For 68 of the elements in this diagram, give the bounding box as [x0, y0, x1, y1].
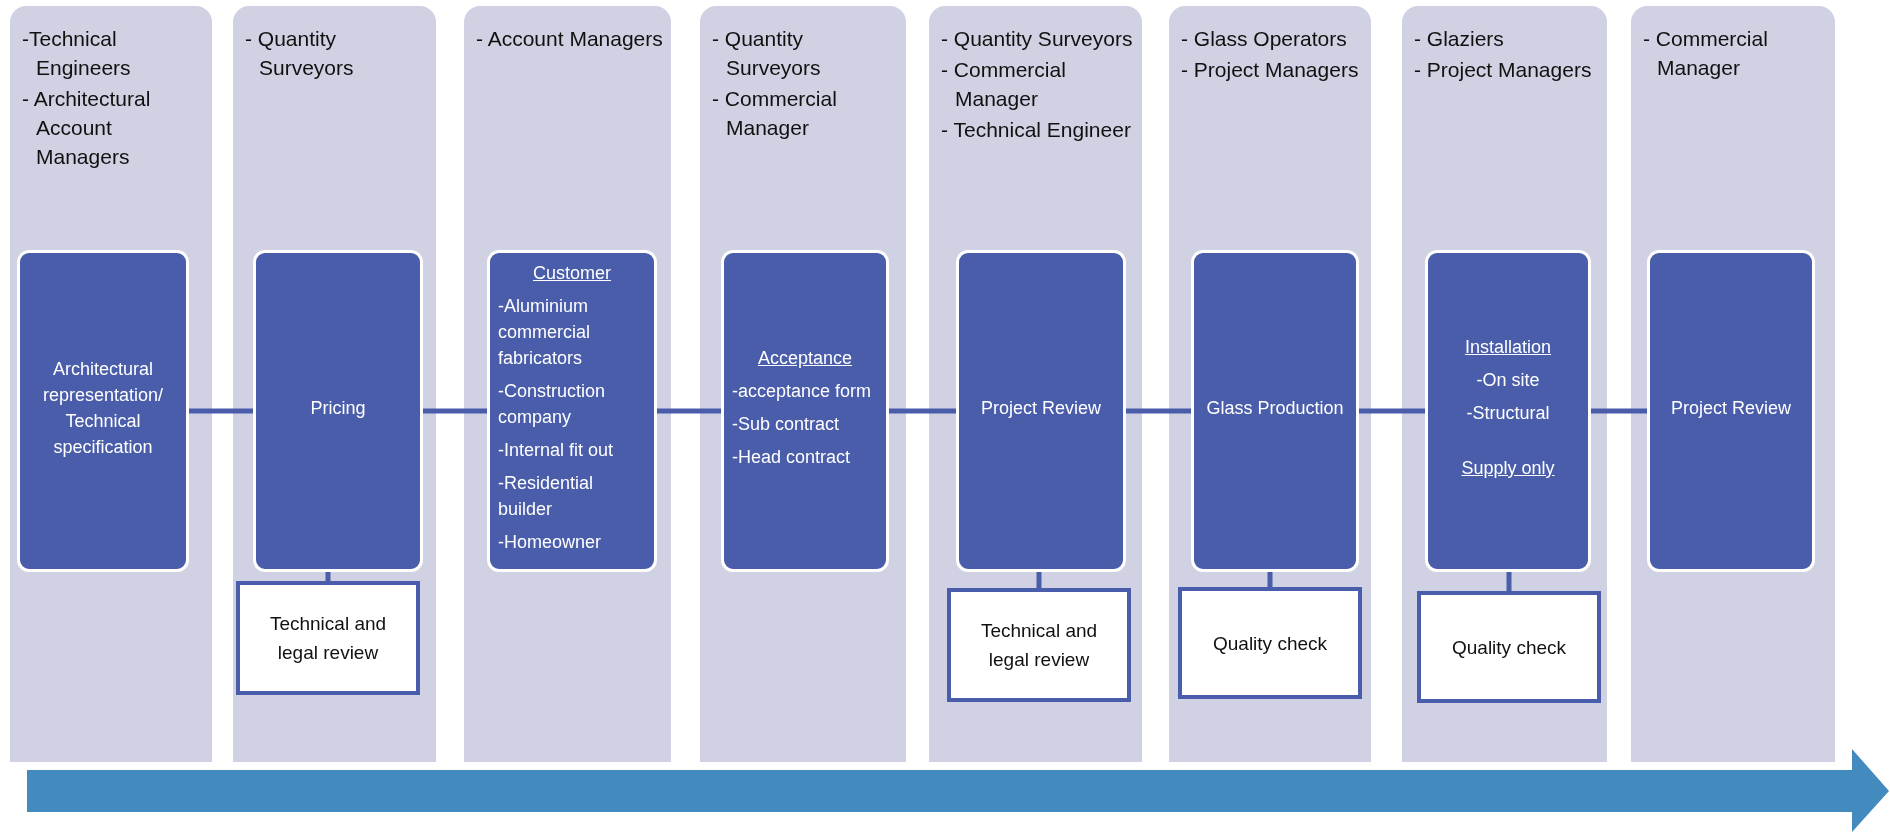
role-column — [1402, 6, 1607, 762]
box-text: -Homeowner — [498, 531, 603, 554]
box-text: Quality check — [1212, 631, 1327, 656]
box-text: -On site — [1475, 369, 1541, 392]
role-label: - Project Managers — [1414, 57, 1593, 83]
section-heading: Acceptance — [756, 347, 854, 370]
box-text: Glass Production — [1205, 396, 1345, 420]
connector-line — [1126, 408, 1191, 414]
review-box — [1417, 591, 1601, 703]
role-column — [929, 6, 1142, 762]
role-column — [464, 6, 671, 762]
connector-line — [1267, 572, 1273, 587]
review-box — [947, 588, 1131, 702]
process-box — [956, 250, 1126, 572]
review-box — [1178, 587, 1362, 699]
box-text: Architectural representation/ Technical specification — [41, 357, 165, 459]
connector-line — [1591, 408, 1647, 414]
role-label: - Architectural Account Managers — [22, 86, 152, 170]
box-text: -Sub contract — [732, 413, 841, 436]
role-label: - Quantity Surveyors — [245, 26, 355, 81]
connector-line — [657, 408, 721, 414]
process-box — [1647, 250, 1815, 572]
connector-line — [1359, 408, 1425, 414]
box-text: Pricing — [309, 396, 367, 420]
role-label: -Technical Engineers — [22, 26, 132, 81]
connector-line — [325, 572, 331, 581]
connector-line — [1036, 572, 1042, 588]
box-text: -acceptance form — [732, 380, 873, 403]
role-label: - Quantity Surveyors — [712, 26, 822, 81]
section-heading: Supply only — [1460, 457, 1556, 480]
process-box — [721, 250, 889, 572]
process-box — [1191, 250, 1359, 572]
role-label: - Commercial Manager — [941, 57, 1067, 112]
box-text: -Internal fit out — [498, 439, 615, 462]
process-box — [487, 250, 657, 572]
process-box — [17, 250, 189, 572]
box-text: Project Review — [1669, 396, 1792, 420]
box-text: -Head contract — [732, 446, 852, 469]
role-column — [1169, 6, 1371, 762]
role-label: - Glaziers — [1414, 26, 1505, 52]
section-heading: Installation — [1463, 336, 1553, 359]
process-box — [253, 250, 423, 572]
role-label: - Project Managers — [1181, 57, 1360, 83]
connector-line — [189, 408, 253, 414]
box-text: -Aluminium commercial fabricators — [498, 295, 591, 370]
process-box — [1425, 250, 1591, 572]
connector-line — [889, 408, 956, 414]
box-text: -Residential builder — [498, 472, 595, 521]
role-label: - Technical Engineer — [941, 117, 1132, 143]
section-heading: Customer — [532, 262, 612, 285]
review-box — [236, 581, 420, 695]
role-column — [1631, 6, 1835, 762]
connector-line — [423, 408, 487, 414]
role-label: - Account Managers — [476, 26, 663, 52]
role-column — [233, 6, 436, 762]
box-text: Quality check — [1451, 635, 1566, 660]
connector-line — [1506, 572, 1512, 591]
box-text: Technical and legal review — [979, 619, 1099, 672]
box-text: Project Review — [979, 396, 1102, 420]
box-text: -Construction company — [498, 380, 607, 429]
role-label: - Quantity Surveyors — [941, 26, 1134, 52]
role-label: - Commercial Manager — [1643, 26, 1769, 81]
role-column — [700, 6, 906, 762]
box-text: Technical and legal review — [268, 612, 388, 665]
role-column — [10, 6, 212, 762]
role-label: - Commercial Manager — [712, 86, 838, 141]
box-text: -Structural — [1465, 402, 1551, 425]
role-label: - Glass Operators — [1181, 26, 1348, 52]
